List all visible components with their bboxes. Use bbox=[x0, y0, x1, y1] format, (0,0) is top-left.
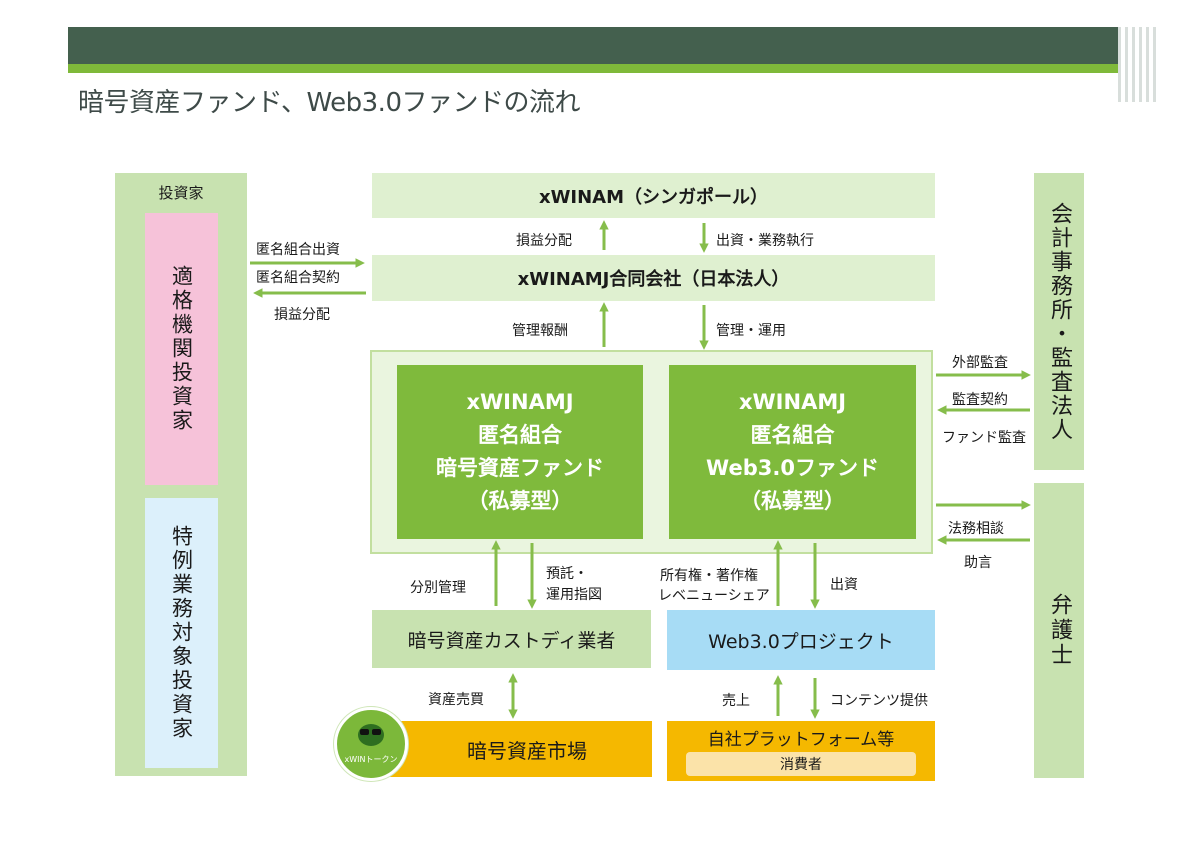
sunglasses-icon bbox=[360, 729, 369, 735]
label-legal-consult: 法務相談 bbox=[948, 521, 1004, 537]
page-title: 暗号資産ファンド、Web3.0ファンドの流れ bbox=[78, 88, 581, 118]
investor-header: 投資家 bbox=[158, 183, 204, 202]
header-stripes bbox=[1118, 27, 1160, 102]
label-segregation: 分別管理 bbox=[410, 580, 466, 596]
label-anon-invest: 匿名組合出資 bbox=[256, 242, 340, 258]
platform-label: 自社プラットフォーム等 bbox=[707, 729, 895, 750]
label-entrust-1: 預託・ bbox=[546, 566, 588, 582]
special-investors-box: 特例業務対象投資家 bbox=[145, 498, 218, 768]
label-entrust-2: 運用指図 bbox=[546, 587, 602, 603]
crypto-fund-line-4: （私募型） bbox=[467, 489, 573, 513]
web3-fund-box: xWINAMJ 匿名組合 Web3.0ファンド （私募型） bbox=[669, 365, 916, 539]
web3-fund-line-2: 匿名組合 bbox=[750, 423, 835, 447]
crypto-fund-box: xWINAMJ 匿名組合 暗号資産ファンド （私募型） bbox=[397, 365, 643, 539]
label-ownership-1: 所有権・著作権 bbox=[660, 568, 758, 584]
accounting-firm-panel: 会計事務所・監査法人 bbox=[1034, 173, 1084, 470]
xwinamj-box: xWINAMJ合同会社（日本法人） bbox=[372, 255, 935, 301]
label-profit-top: 損益分配 bbox=[516, 233, 572, 249]
qualified-investors-box: 適格機関投資家 bbox=[145, 213, 218, 485]
custody-box: 暗号資産カストディ業者 bbox=[372, 610, 651, 668]
label-fund-audit: ファンド監査 bbox=[942, 430, 1026, 446]
crypto-market-box: 暗号資産市場 bbox=[372, 721, 652, 777]
crypto-fund-line-1: xWINAMJ bbox=[466, 390, 574, 414]
xwinam-box: xWINAM（シンガポール） bbox=[372, 173, 935, 218]
label-mgmt-fee: 管理報酬 bbox=[512, 323, 568, 339]
web3-fund-line-3: Web3.0ファンド bbox=[706, 456, 879, 480]
header-accent-bar bbox=[68, 64, 1160, 73]
label-invest: 出資 bbox=[830, 577, 858, 593]
web3-fund-line-1: xWINAMJ bbox=[738, 390, 847, 414]
label-invest-exec: 出資・業務執行 bbox=[716, 233, 814, 249]
lawyer-label: 弁護士 bbox=[1047, 592, 1072, 668]
lawyer-panel bbox=[1034, 483, 1084, 778]
label-ownership-2: レベニューシェア bbox=[658, 588, 770, 604]
coin-label: xWINトークン bbox=[344, 755, 398, 764]
label-profit-left: 損益分配 bbox=[274, 307, 330, 323]
label-content: コンテンツ提供 bbox=[830, 693, 928, 709]
label-advice: 助言 bbox=[964, 555, 992, 571]
label-trade: 資産売買 bbox=[428, 692, 484, 708]
header-bar bbox=[68, 27, 1160, 64]
label-mgmt-ops: 管理・運用 bbox=[716, 323, 786, 339]
label-anon-contract: 匿名組合契約 bbox=[256, 270, 340, 286]
crypto-fund-line-2: 匿名組合 bbox=[478, 423, 562, 447]
label-external-audit: 外部監査 bbox=[952, 355, 1008, 371]
label-audit-contract: 監査契約 bbox=[952, 392, 1008, 408]
label-sales: 売上 bbox=[722, 693, 750, 709]
consumer-box: 消費者 bbox=[686, 752, 916, 776]
web3-project-box: Web3.0プロジェクト bbox=[667, 610, 935, 670]
crypto-fund-line-3: 暗号資産ファンド bbox=[436, 456, 604, 480]
sunglasses-icon bbox=[372, 729, 381, 735]
web3-fund-line-4: （私募型） bbox=[740, 489, 845, 513]
